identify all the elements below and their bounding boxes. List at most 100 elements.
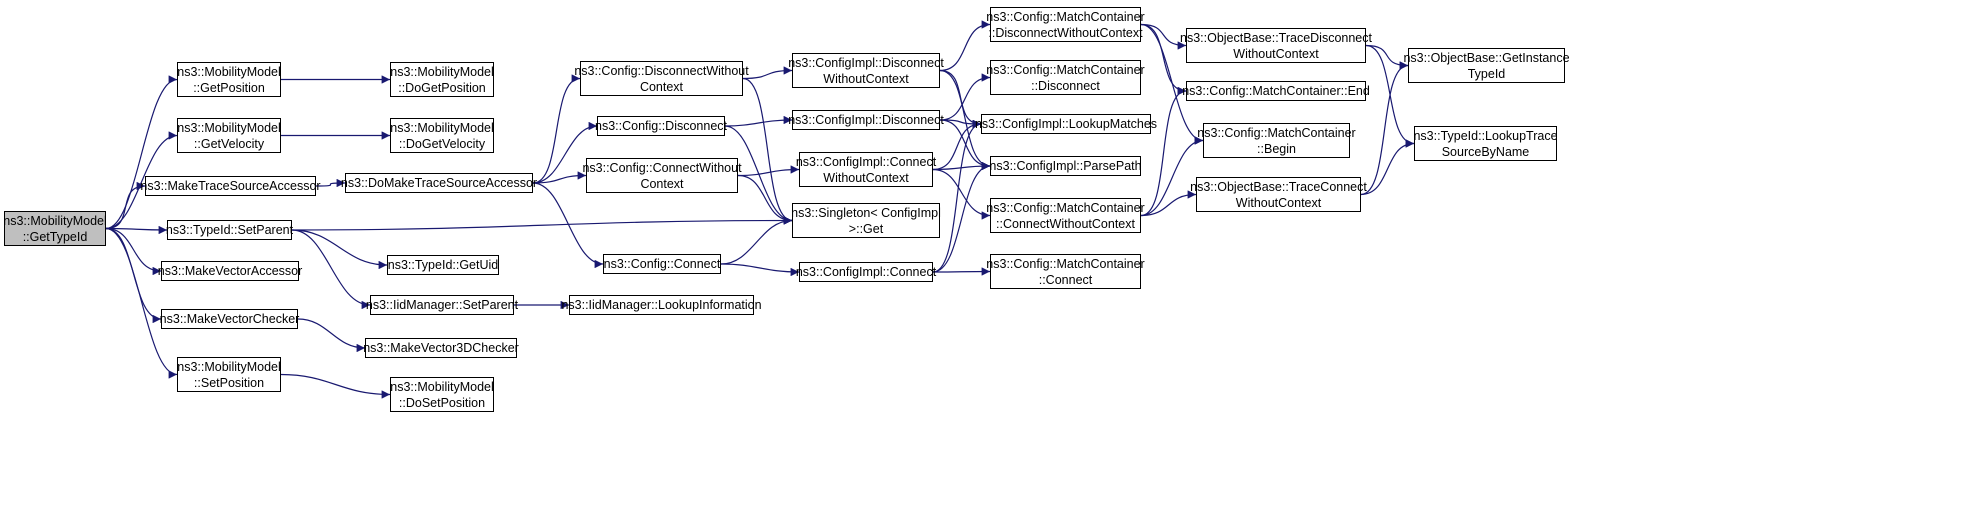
node-label: ns3::TypeId::LookupTrace <box>1413 128 1558 143</box>
node-label: ns3::ConfigImpl::Disconnect <box>788 113 944 127</box>
node-label: ns3::ObjectBase::TraceConnect <box>1190 179 1367 194</box>
node-label: ::Connect <box>1038 272 1093 287</box>
edge-mcDisconnectWC-to-obTraceDisconnectWC <box>1140 23 1187 50</box>
edge-mcDisconnectWC-to-mcBegin <box>1140 23 1204 145</box>
node-label: ::ConnectWithoutContext <box>996 216 1135 231</box>
node-label: ns3::ObjectBase::TraceDisconnect <box>1180 30 1372 45</box>
node-label: ns3::MobilityModel <box>177 120 281 135</box>
edge-cfgConnect-to-implConnect <box>720 263 800 277</box>
node-mcEnd[interactable]: ns3::Config::MatchContainer::End <box>1182 81 1370 101</box>
node-makeV3DC[interactable]: ns3::MakeVector3DChecker <box>363 338 519 358</box>
node-lookupInfo[interactable]: ns3::IidManager::LookupInformation <box>561 295 762 315</box>
edge-implConnect-to-parsePath <box>932 161 991 273</box>
edge-doMakeTSA-to-cfgDisconnect <box>532 121 598 184</box>
edge-obTraceConnectWC-to-obGetInstanceTypeId <box>1360 61 1409 196</box>
node-label: Context <box>639 79 684 94</box>
node-makeTSA[interactable]: ns3::MakeTraceSourceAccessor <box>140 176 321 196</box>
node-label: ns3::MobilityModel <box>177 359 281 374</box>
edge-implDisconnectWC-to-parsePath <box>939 69 991 171</box>
node-singleton[interactable]: ns3::Singleton< ConfigImpl >::Get <box>791 203 941 238</box>
node-setParent[interactable]: ns3::TypeId::SetParent <box>165 220 294 240</box>
node-label: ::DoSetPosition <box>398 395 486 410</box>
node-mcConnectWC[interactable]: ns3::Config::MatchContainer::ConnectWith… <box>986 198 1145 233</box>
node-label: ns3::Config::ConnectWithout <box>582 160 742 175</box>
node-parsePath[interactable]: ns3::ConfigImpl::ParsePath <box>989 156 1142 176</box>
node-mcDisconnectWC[interactable]: ns3::Config::MatchContainer::DisconnectW… <box>986 7 1145 42</box>
edge-implDisconnectWC-to-mcDisconnectWC <box>939 20 991 72</box>
node-doMakeTSA[interactable]: ns3::DoMakeTraceSourceAccessor <box>341 173 537 193</box>
node-label: ns3::Config::MatchContainer <box>986 256 1145 271</box>
node-getPosition[interactable]: ns3::MobilityModel::GetPosition <box>177 62 281 97</box>
edge-implConnect-to-lookupMatches <box>932 119 982 273</box>
edge-doMakeTSA-to-cfgConnect <box>532 182 604 269</box>
node-label: ::Disconnect <box>1031 78 1100 93</box>
node-label: ns3::DoMakeTraceSourceAccessor <box>340 176 538 190</box>
edge-setPosition-to-doSetPosition <box>280 373 391 399</box>
node-label: ::GetPosition <box>193 80 265 95</box>
node-label: ns3::Config::MatchContainer <box>986 62 1145 77</box>
node-label: ns3::TypeId::SetParent <box>165 223 294 237</box>
edge-doMakeTSA-to-cfgConnectWC <box>532 171 587 184</box>
node-makeVC[interactable]: ns3::MakeVectorChecker <box>160 309 299 329</box>
node-label: >::Get <box>848 221 884 236</box>
node-label: ::DoGetPosition <box>398 80 486 95</box>
edge-getTypeId-to-makeTSA <box>105 181 146 230</box>
node-mcDisconnect[interactable]: ns3::Config::MatchContainer::Disconnect <box>986 60 1145 95</box>
node-label: Context <box>640 176 684 191</box>
edge-implConnect-to-mcConnect <box>932 267 991 276</box>
node-label: ns3::MobilityModel <box>390 120 494 135</box>
edge-makeVC-to-makeV3DC <box>297 318 366 353</box>
edge-cfgDisconnectWC-to-singleton <box>742 77 793 225</box>
node-cfgDisconnect[interactable]: ns3::Config::Disconnect <box>595 116 727 136</box>
edge-implConnectWC-to-mcConnectWC <box>932 168 991 220</box>
node-label: WithoutContext <box>823 170 909 185</box>
node-label: WithoutContext <box>823 71 909 86</box>
edge-setParent-to-singleton <box>291 216 793 231</box>
node-mcConnect[interactable]: ns3::Config::MatchContainer::Connect <box>986 254 1145 289</box>
node-makeVA[interactable]: ns3::MakeVectorAccessor <box>158 261 302 281</box>
node-implConnect[interactable]: ns3::ConfigImpl::Connect <box>796 262 936 282</box>
node-getUid[interactable]: ns3::TypeId::GetUid <box>387 255 499 275</box>
node-getTypeId[interactable]: ns3::MobilityModel::GetTypeId <box>3 211 107 246</box>
node-label: ns3::Config::MatchContainer::End <box>1182 84 1370 98</box>
node-label: ns3::ConfigImpl::LookupMatches <box>974 117 1158 131</box>
edge-cfgDisconnect-to-implDisconnect <box>724 115 793 127</box>
node-label: ns3::ConfigImpl::Disconnect <box>788 55 944 70</box>
node-label: ns3::Config::MatchContainer <box>1197 125 1356 140</box>
node-label: ::DoGetVelocity <box>398 136 486 151</box>
node-cfgConnect[interactable]: ns3::Config::Connect <box>603 254 721 274</box>
node-label: ns3::MakeVector3DChecker <box>363 341 519 355</box>
node-lookupMatches[interactable]: ns3::ConfigImpl::LookupMatches <box>975 114 1157 134</box>
node-label: ::SetPosition <box>193 375 265 390</box>
edge-mcConnectWC-to-obTraceConnectWC <box>1140 190 1197 217</box>
node-setPosition[interactable]: ns3::MobilityModel::SetPosition <box>177 357 281 392</box>
node-label: WithoutContext <box>1233 46 1319 61</box>
node-label: SourceByName <box>1441 144 1530 159</box>
node-doGetPosition[interactable]: ns3::MobilityModel::DoGetPosition <box>390 62 494 97</box>
node-label: ns3::IidManager::LookupInformation <box>561 298 762 312</box>
node-label: ns3::Config::Connect <box>603 257 721 271</box>
node-mcBegin[interactable]: ns3::Config::MatchContainer::Begin <box>1197 123 1356 158</box>
node-doGetVelocity[interactable]: ns3::MobilityModel::DoGetVelocity <box>390 118 494 153</box>
edge-getTypeId-to-setPosition <box>105 227 178 379</box>
node-label: ns3::Config::MatchContainer <box>986 9 1145 24</box>
edge-implDisconnect-to-mcDisconnect <box>939 73 991 121</box>
edge-setParent-to-iidSetParent <box>291 229 371 310</box>
node-getVelocity[interactable]: ns3::MobilityModel::GetVelocity <box>177 118 281 153</box>
node-iidSetParent[interactable]: ns3::IidManager::SetParent <box>366 295 518 315</box>
edge-implConnectWC-to-lookupMatches <box>932 119 982 171</box>
edge-setParent-to-getUid <box>291 229 388 270</box>
node-label: ::GetTypeId <box>22 229 88 244</box>
node-implDisconnect[interactable]: ns3::ConfigImpl::Disconnect <box>788 110 944 130</box>
node-doSetPosition[interactable]: ns3::MobilityModel::DoSetPosition <box>390 377 494 412</box>
node-label: ns3::IidManager::SetParent <box>365 298 519 312</box>
